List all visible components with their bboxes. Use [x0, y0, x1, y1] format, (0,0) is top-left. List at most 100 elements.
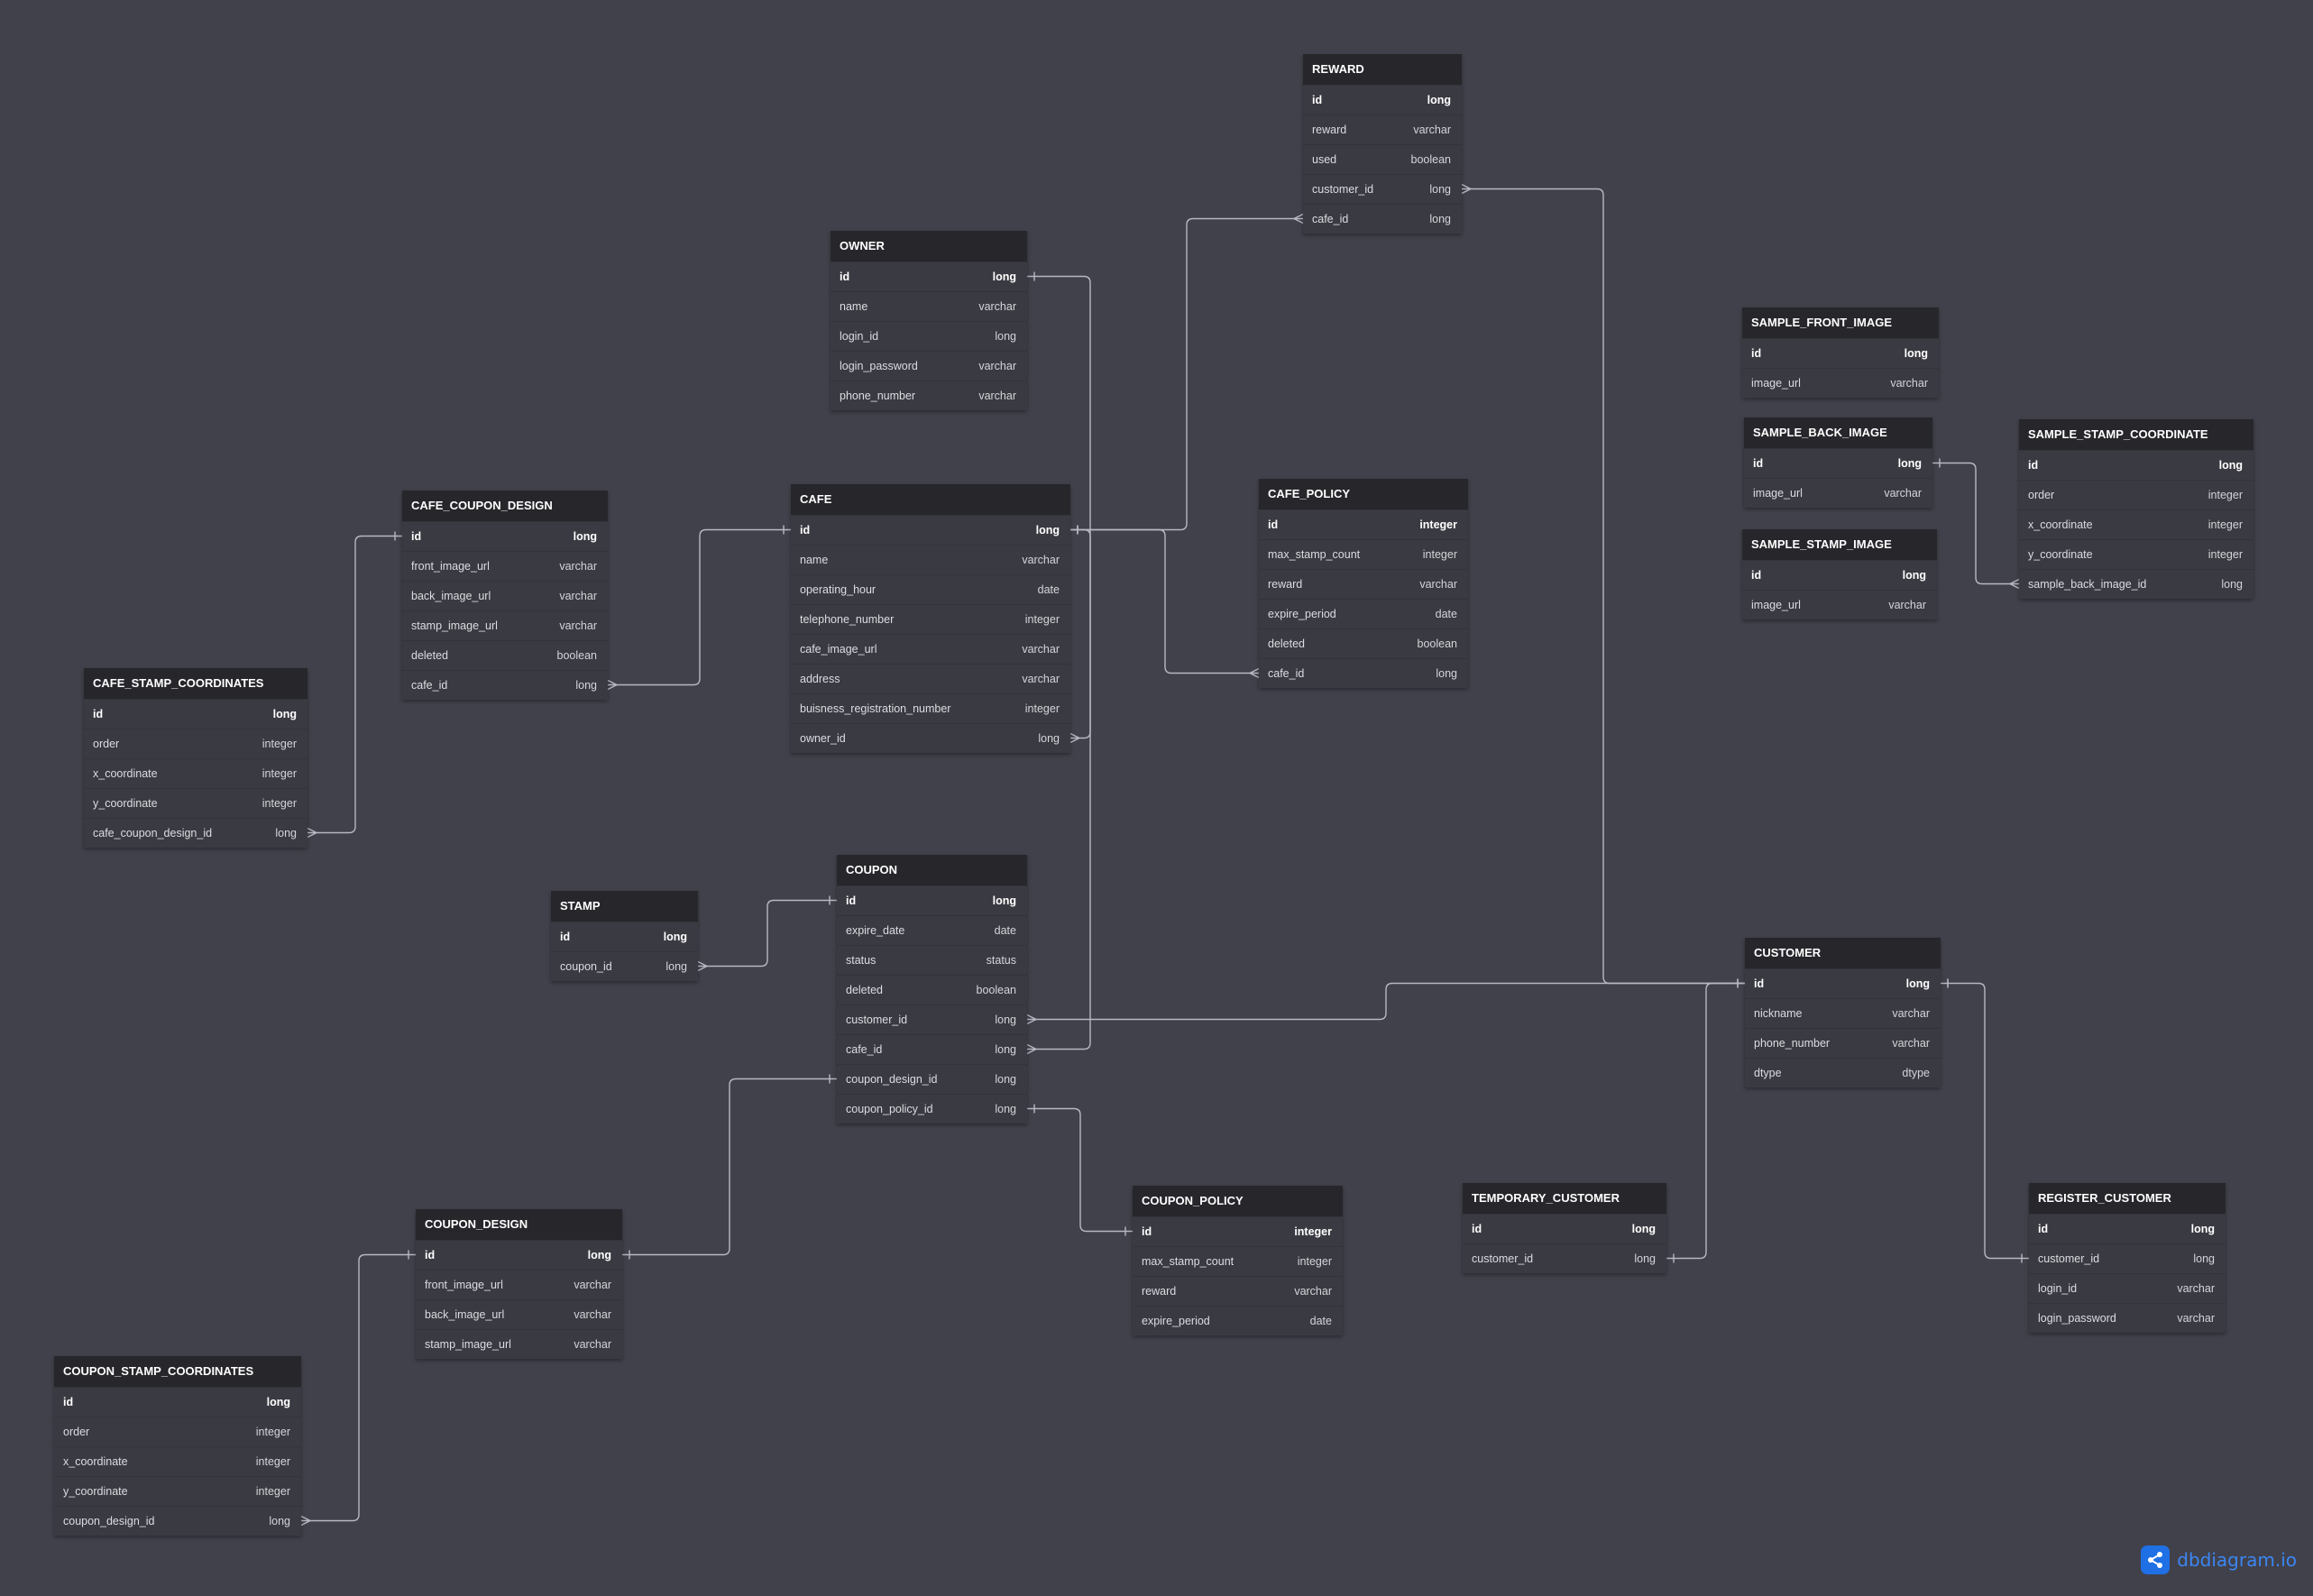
- table-header[interactable]: COUPON: [837, 855, 1027, 885]
- table-header[interactable]: OWNER: [831, 231, 1027, 261]
- table-header[interactable]: SAMPLE_BACK_IMAGE: [1744, 417, 1932, 448]
- table-header[interactable]: REGISTER_CUSTOMER: [2029, 1183, 2226, 1214]
- table-header[interactable]: COUPON_DESIGN: [416, 1209, 622, 1240]
- table-header[interactable]: REWARD: [1303, 54, 1462, 85]
- table-header[interactable]: SAMPLE_STAMP_IMAGE: [1742, 529, 1937, 560]
- table-header[interactable]: TEMPORARY_CUSTOMER: [1463, 1183, 1666, 1214]
- table-header[interactable]: COUPON_STAMP_COORDINATES: [54, 1356, 301, 1387]
- table-header[interactable]: SAMPLE_FRONT_IMAGE: [1742, 307, 1939, 338]
- table-header[interactable]: CAFE_POLICY: [1259, 479, 1468, 509]
- table-header[interactable]: CAFE_STAMP_COORDINATES: [84, 668, 307, 699]
- table-header[interactable]: CUSTOMER: [1745, 938, 1941, 968]
- table-header[interactable]: SAMPLE_STAMP_COORDINATE: [2019, 419, 2253, 450]
- table-header[interactable]: CAFE: [791, 484, 1070, 515]
- table-header[interactable]: COUPON_POLICY: [1133, 1186, 1343, 1216]
- dbdiagram-logo[interactable]: dbdiagram.io: [2141, 1546, 2297, 1574]
- table-header[interactable]: STAMP: [551, 891, 698, 922]
